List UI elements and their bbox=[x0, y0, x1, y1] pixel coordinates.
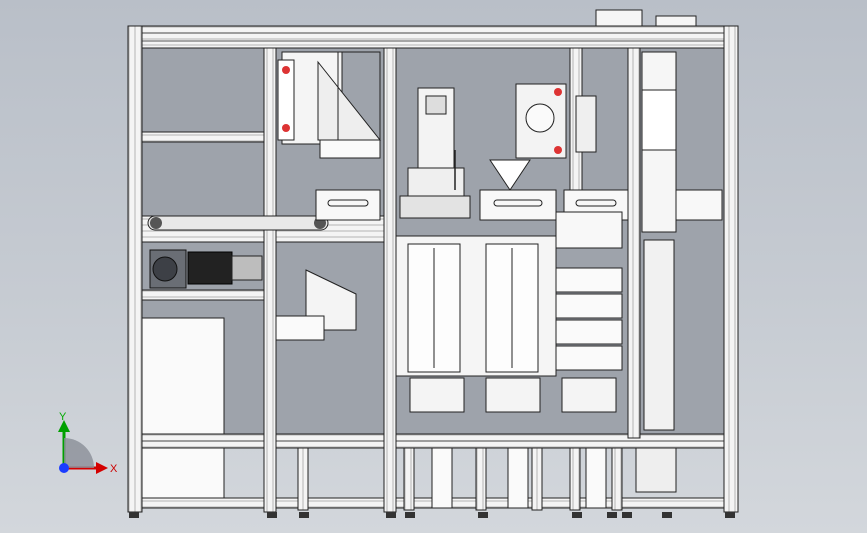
y-axis-label: Y bbox=[59, 412, 67, 423]
drive-motor bbox=[149, 249, 263, 289]
belt-conveyor bbox=[147, 215, 329, 231]
leveling-feet bbox=[129, 512, 735, 518]
bottom-frame-beam bbox=[127, 433, 739, 449]
right-stacked-rack bbox=[555, 211, 623, 371]
x-axis-label: X bbox=[110, 463, 118, 475]
right-vertical-actuator bbox=[641, 51, 677, 431]
left-cabinet-panels bbox=[141, 317, 225, 499]
coordinate-triad: Y X bbox=[58, 412, 118, 475]
z-axis-dot bbox=[59, 463, 69, 473]
top-left-gripper-assembly bbox=[277, 51, 382, 159]
left-side-bracket bbox=[275, 269, 357, 341]
lower-carriages bbox=[409, 377, 677, 509]
top-frame-beam bbox=[127, 25, 739, 49]
top-right-fixture bbox=[595, 9, 697, 27]
center-right-press bbox=[489, 83, 597, 191]
center-spindle-head bbox=[399, 87, 471, 219]
main-machine-bed bbox=[395, 235, 557, 377]
